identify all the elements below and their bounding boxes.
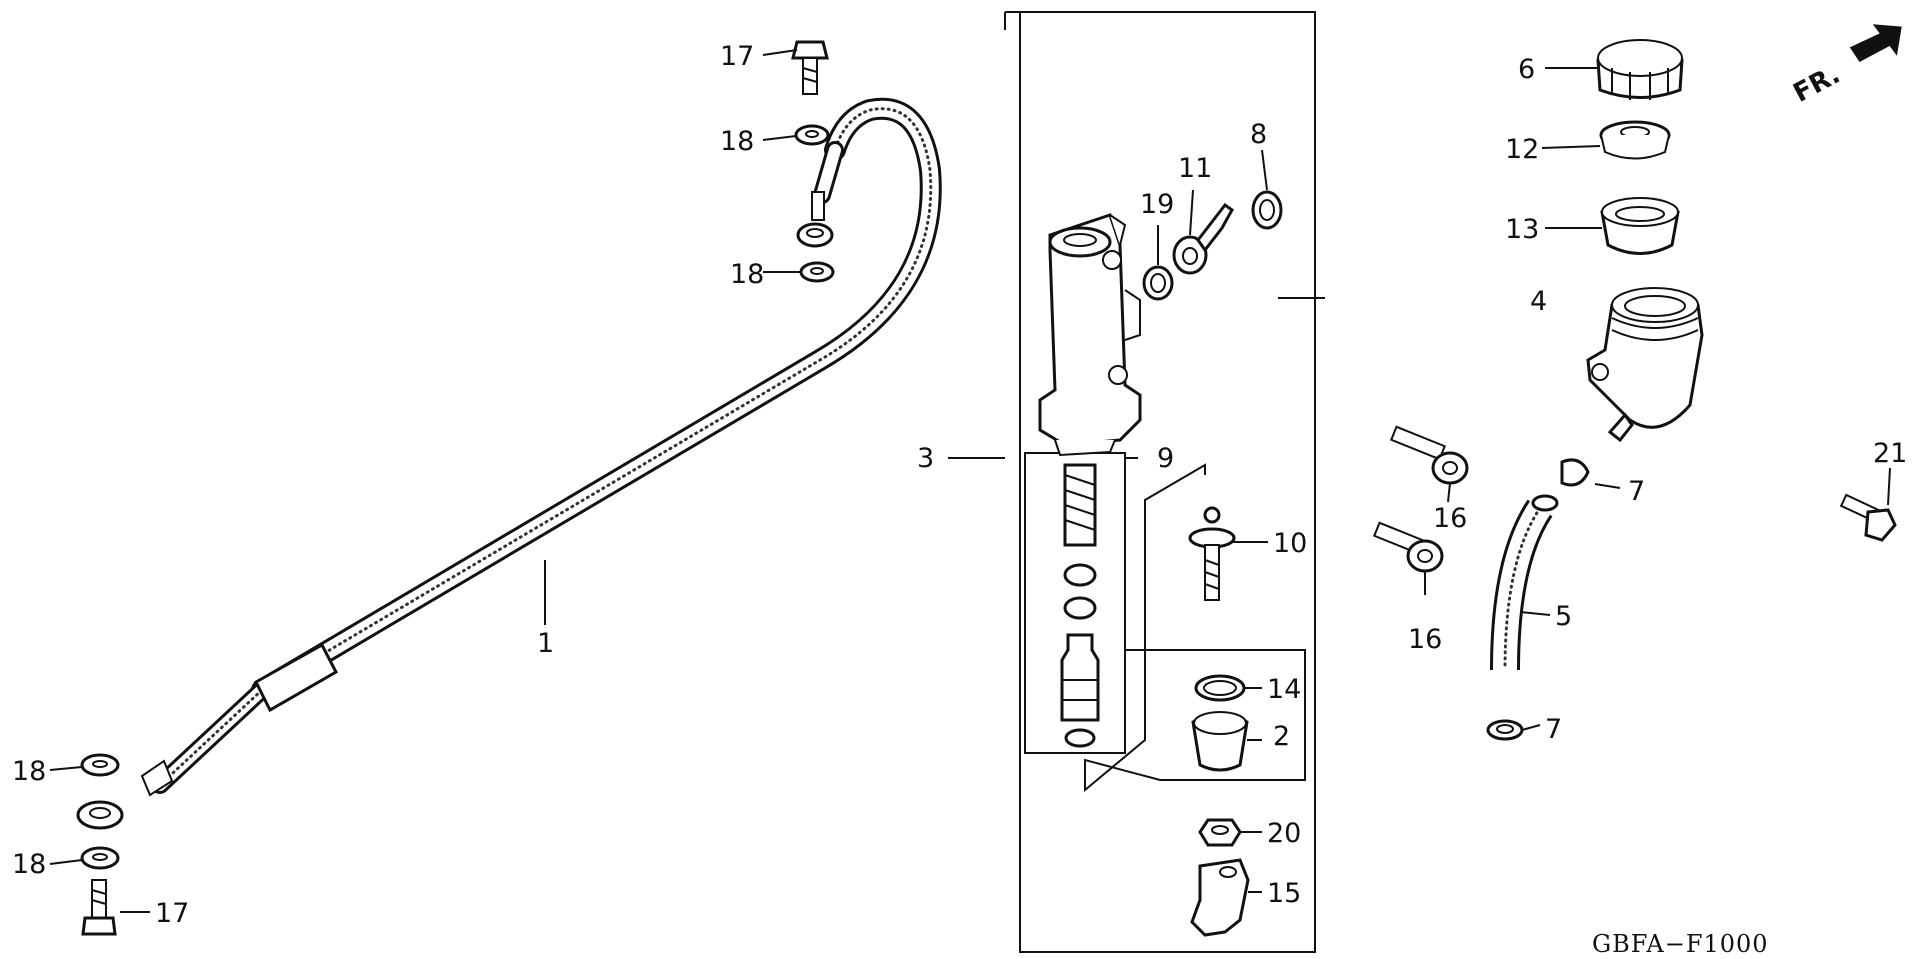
- callout-16-lower: 16: [1408, 624, 1442, 655]
- callout-3: 3: [917, 443, 934, 474]
- master-cylinder-body: [1038, 213, 1142, 457]
- callout-numbers: 1 2 3 4 5 6 7 7 8 9 10 11 12 13 14 15 16…: [12, 41, 1907, 929]
- callout-18-upper-a: 18: [720, 126, 754, 157]
- piston-kit: [1060, 463, 1100, 748]
- reservoir-cap: [1596, 39, 1684, 100]
- callout-18-lower-a: 18: [12, 756, 46, 787]
- callout-16-upper: 16: [1433, 503, 1467, 534]
- washers-18: [80, 124, 835, 870]
- callout-1: 1: [537, 628, 554, 659]
- callout-5: 5: [1555, 601, 1572, 632]
- callout-17-lower: 17: [155, 898, 189, 929]
- diagram-code: GBFA−F1000: [1592, 930, 1769, 958]
- assembly-frame: [1004, 11, 1316, 953]
- callout-18-lower-b: 18: [12, 849, 46, 880]
- bolt-21: [1839, 493, 1897, 542]
- callout-7-upper: 7: [1628, 476, 1645, 507]
- callout-6: 6: [1518, 54, 1535, 85]
- callout-8: 8: [1250, 119, 1267, 150]
- callout-9: 9: [1157, 443, 1174, 474]
- callout-14: 14: [1267, 674, 1301, 705]
- nut-and-clevis: [1190, 818, 1250, 937]
- callout-11: 11: [1178, 153, 1212, 184]
- callout-21: 21: [1873, 438, 1907, 469]
- callout-10: 10: [1273, 528, 1307, 559]
- front-label: FR.: [1789, 60, 1846, 109]
- callout-17-upper: 17: [720, 41, 754, 72]
- brake-hose: [76, 97, 942, 830]
- callout-13: 13: [1505, 214, 1539, 245]
- reservoir-tank: [1586, 287, 1704, 443]
- callout-2: 2: [1273, 721, 1290, 752]
- circlip-and-boot: [1191, 674, 1249, 772]
- callout-4: 4: [1530, 286, 1547, 317]
- callout-20: 20: [1267, 818, 1301, 849]
- bolt-17-lower: [81, 879, 117, 936]
- callout-12: 12: [1505, 134, 1539, 165]
- bolts-16: [1372, 425, 1469, 573]
- reservoir-plate: [1599, 120, 1671, 160]
- joint-oring-clip: [1142, 190, 1283, 301]
- bolt-17-upper: [791, 40, 829, 95]
- front-arrow: FR.: [1789, 24, 1902, 109]
- callout-19: 19: [1140, 189, 1174, 220]
- callout-18-upper-b: 18: [730, 259, 764, 290]
- leader-lines: [49, 49, 1891, 913]
- push-rod: [1188, 506, 1236, 601]
- reservoir-hose: [1490, 494, 1559, 672]
- reservoir-diaphragm: [1600, 197, 1680, 255]
- callout-7-lower: 7: [1545, 714, 1562, 745]
- callout-15: 15: [1267, 878, 1301, 909]
